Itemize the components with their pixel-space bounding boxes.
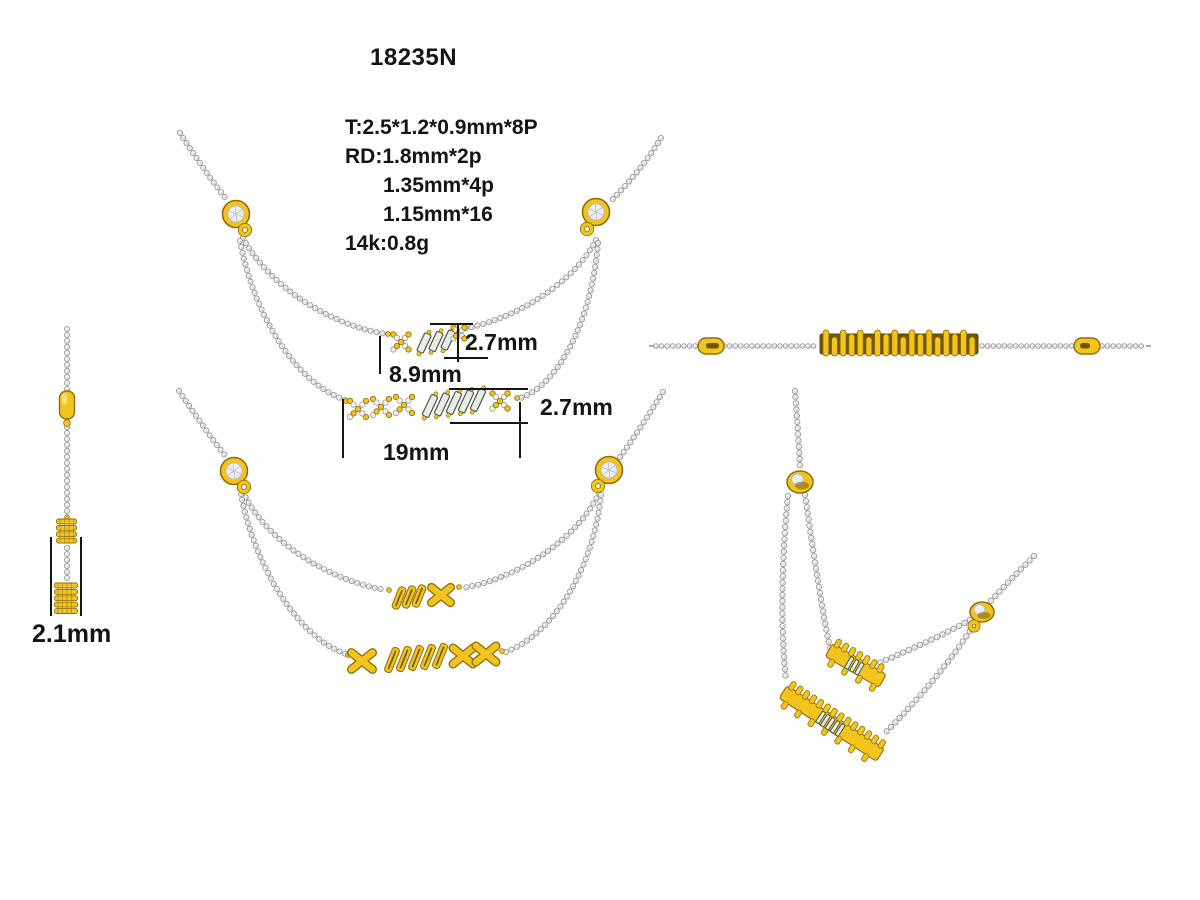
gold-bar [408,644,424,672]
spec-line-stone-rd2: 1.35mm*4p [383,174,494,197]
clasp-profile [58,390,76,420]
pendant-small-front [385,324,468,357]
beaded-chain [979,343,1075,349]
beaded-chain [502,491,605,656]
beaded-chain [239,488,384,593]
gold-x-motif [448,643,478,669]
beaded-chain [462,236,600,332]
gold-bar [432,642,448,670]
diamond-bezel-station [581,197,611,227]
beaded-chain [175,387,228,458]
beaded-chain [63,544,71,582]
dimension-lines [342,323,528,458]
gold-bar [401,585,417,609]
back-view [175,387,667,674]
gold-link [590,478,606,494]
pendant-large-perspective [779,681,886,762]
spec-line-stone-t: T:2.5*1.2*0.9mm*8P [345,116,538,139]
pendant-large-front [343,385,520,421]
diamond-bezel-station [219,456,249,486]
baguette-stone [421,391,439,421]
pendant-large-profile [54,582,78,614]
gold-link [967,619,981,633]
beaded-chain [239,234,386,337]
gold-bar [420,643,436,671]
baguette-stone [428,328,444,355]
diamond-bezel-station [221,199,251,229]
beaded-chain [463,489,603,591]
beaded-chain [176,129,228,200]
beaded-chain [653,343,698,349]
beaded-chain [801,491,834,652]
dim-lower-pendant-height: 2.7mm [540,394,613,420]
gold-x-motif [427,582,455,608]
beaded-chain [63,325,71,393]
bead-cluster [489,390,511,412]
bead-cluster [369,395,393,419]
gold-bar [396,645,412,673]
chain-end-cap [697,337,725,355]
gold-link [237,222,253,238]
beaded-chain [609,134,665,203]
diamond-bezel-station [594,455,624,485]
pendant-small-profile [56,518,77,544]
bead-cluster [392,393,416,417]
gold-link [579,221,595,237]
spec-line-stone-rd3: 1.15mm*16 [383,203,493,226]
diamond-bezel-station-3d [786,470,814,494]
spec-block: T:2.5*1.2*0.9mm*8P RD:1.8mm*2p 1.35mm*4p… [345,113,538,258]
baguette-stone [433,389,451,420]
baguette-stone [416,329,432,357]
beaded-chain [236,237,348,403]
bead-cluster [390,331,412,353]
top-view [649,329,1151,357]
dim-side-profile-width: 2.1mm [32,620,112,648]
beaded-chain [617,388,667,461]
dim-lower-pendant-width: 19mm [383,439,450,465]
baguette-stone [445,388,463,418]
perspective-view [779,387,1038,762]
beaded-chain [791,387,804,469]
bead-cluster [346,397,370,421]
beaded-chain [518,239,602,401]
gold-link [236,479,252,495]
front-view [176,129,665,458]
gold-x-motif [471,641,501,667]
beaded-chain [877,616,974,666]
spec-line-stone-rd: RD:1.8mm*2p [345,145,482,168]
gold-x-motif [347,648,377,674]
beaded-chain [237,490,349,657]
beaded-chain [63,423,71,515]
beaded-chain [721,343,817,349]
pendant-large-back [345,641,505,674]
beaded-chain [1099,343,1144,349]
diamond-bezel-station-3d [969,601,995,623]
spec-line-metal-weight: 14k:0.8g [345,232,430,255]
gold-bar [411,584,427,608]
gold-bar [384,646,400,674]
design-number: 18235N [370,44,458,71]
gold-bar [391,586,407,610]
pendant-small-perspective [825,638,886,692]
beaded-chain [987,552,1038,604]
pendant-small-back [386,582,462,610]
chain-end-cap [1073,337,1101,355]
beaded-chain [779,492,792,679]
dim-upper-pendant-width: 8.9mm [389,361,462,387]
side-view [50,325,82,616]
pendant-top-profile [819,329,979,357]
dim-upper-pendant-height: 2.7mm [465,329,538,355]
